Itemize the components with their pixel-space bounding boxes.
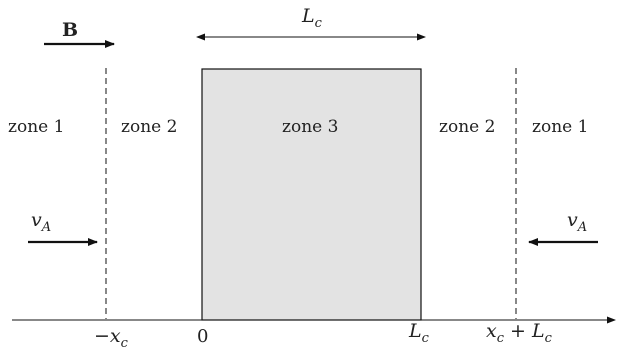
field-label: B <box>62 19 78 41</box>
zone-label-right-outer: zone 1 <box>532 117 588 137</box>
left-velocity-label: vA <box>31 209 51 235</box>
zone-label-right-inner: zone 2 <box>439 117 495 137</box>
right-velocity-label: vA <box>567 209 587 235</box>
tick-neg-xc: −xc <box>94 325 129 349</box>
width-label: Lc <box>301 5 323 31</box>
tick-lc: Lc <box>408 320 430 346</box>
tick-xc-plus-lc: xc + Lc <box>486 320 553 346</box>
tick-zero: 0 <box>197 326 208 347</box>
zone-label-center: zone 3 <box>282 117 338 137</box>
zone-label-left-inner: zone 2 <box>121 117 177 137</box>
zone-label-left-outer: zone 1 <box>8 117 64 137</box>
zone3-box <box>201 68 422 321</box>
